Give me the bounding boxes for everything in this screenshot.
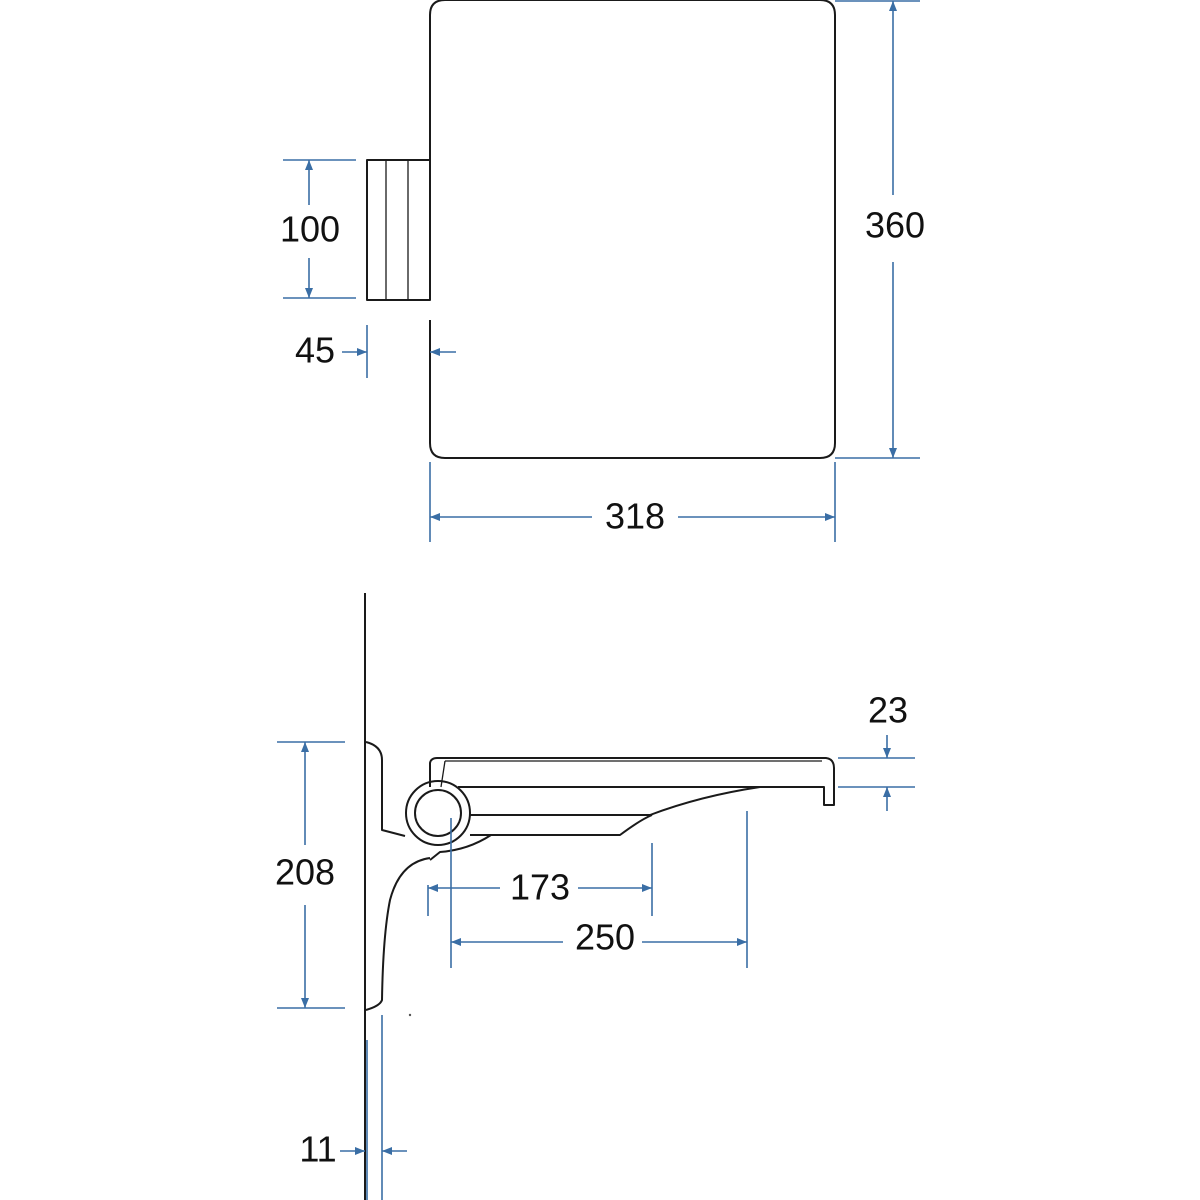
hinge-outer bbox=[405, 780, 471, 846]
wall-bracket-lower bbox=[365, 857, 431, 1011]
dimension-seat-depth: 360 bbox=[835, 0, 925, 459]
dimension-bracket-height: 208 bbox=[275, 741, 345, 1009]
seat-plate-outline bbox=[429, 0, 836, 459]
label-11: 11 bbox=[299, 1129, 336, 1170]
hinge-inner bbox=[414, 789, 462, 837]
wall-mount-block bbox=[366, 159, 431, 301]
label-23: 23 bbox=[868, 690, 908, 731]
dimension-mount-depth: 45 bbox=[295, 325, 456, 378]
label-173: 173 bbox=[510, 867, 570, 908]
top-view: 100 45 360 318 bbox=[280, 0, 925, 542]
dimension-mount-height: 100 bbox=[280, 159, 356, 299]
label-318: 318 bbox=[605, 496, 665, 537]
label-250: 250 bbox=[575, 917, 635, 958]
label-45: 45 bbox=[295, 330, 335, 371]
dimension-wall-offset: 11 bbox=[299, 1015, 407, 1200]
dimension-hinge-to-arm: 173 bbox=[427, 843, 653, 916]
label-360: 360 bbox=[865, 205, 925, 246]
label-208: 208 bbox=[275, 852, 335, 893]
dimension-seat-width: 318 bbox=[429, 462, 836, 542]
seat-side bbox=[429, 757, 835, 806]
wall-bracket bbox=[365, 741, 406, 837]
dimension-hinge-to-support: 250 bbox=[450, 811, 748, 968]
support-arm bbox=[429, 786, 761, 861]
label-100: 100 bbox=[280, 209, 340, 250]
dimension-seat-thickness: 23 bbox=[838, 690, 915, 811]
side-view: 23 208 173 250 bbox=[275, 593, 915, 1200]
